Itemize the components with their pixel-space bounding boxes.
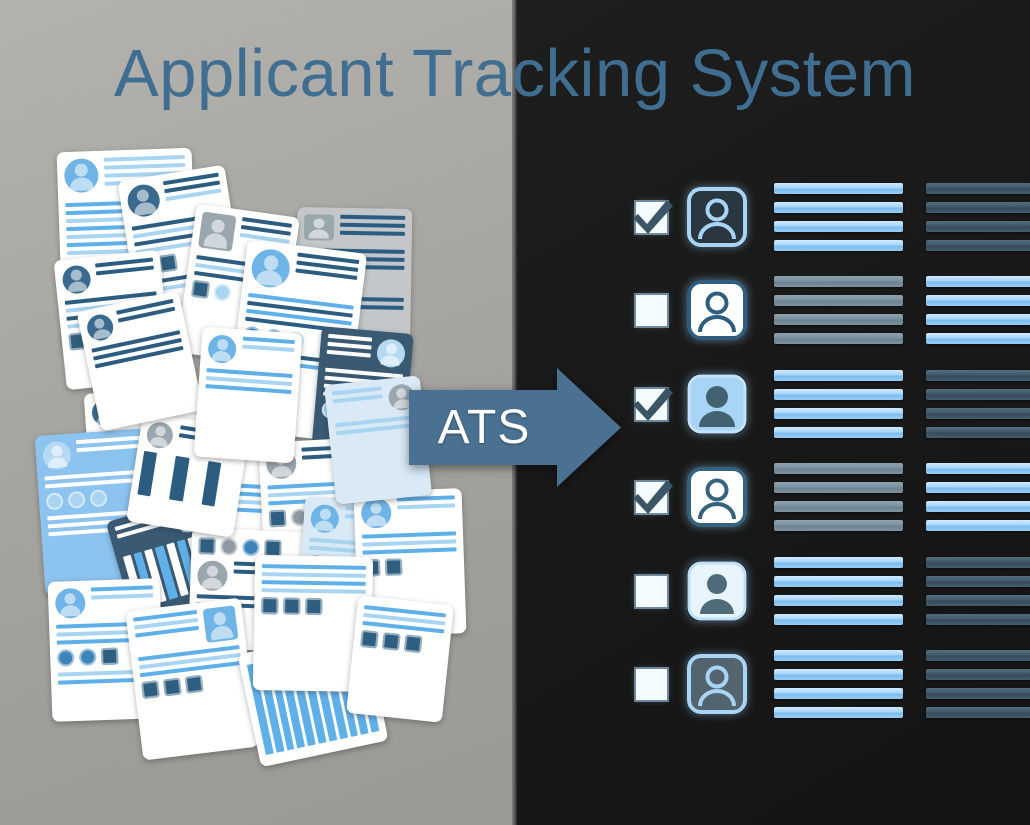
avatar [687,374,747,434]
bar [926,520,1030,531]
bar [774,557,903,568]
table-row[interactable] [516,552,1030,630]
row-bars-secondary [926,276,1030,344]
bar [926,333,1030,344]
table-row[interactable] [516,645,1030,723]
resume-card [193,326,303,464]
row-checkbox[interactable] [633,479,673,514]
row-checkbox[interactable] [636,294,667,326]
bar [926,276,1030,287]
bar [774,202,903,213]
row-bars-primary [774,370,903,438]
page-title: Applicant Tracking System [114,36,916,111]
bar [774,688,903,699]
bar [774,482,903,493]
row-bars-primary [774,650,903,718]
bar [774,240,903,251]
bar [774,183,903,194]
row-bars-primary [774,463,903,531]
row-checkbox[interactable] [636,575,667,607]
bar [774,614,903,625]
bar [774,408,903,419]
avatar [687,561,747,621]
bar [774,595,903,606]
avatar [687,187,747,247]
bar [774,520,903,531]
bar [926,688,1030,699]
bar [926,314,1030,325]
row-bars-primary [774,276,903,344]
avatar [687,467,747,527]
bar [926,669,1030,680]
bar [774,221,903,232]
row-bars-primary [774,557,903,625]
bar [774,314,903,325]
bar [774,463,903,474]
bar [926,183,1030,194]
bar [774,333,903,344]
bar [774,295,903,306]
bar [774,707,903,718]
row-bars-primary [774,183,903,251]
row-bars-secondary [926,650,1030,718]
bar [926,707,1030,718]
checkmark-icon [629,190,675,236]
table-row[interactable] [516,271,1030,349]
row-checkbox[interactable] [633,386,673,421]
row-checkbox[interactable] [636,668,667,700]
bar [926,221,1030,232]
row-bars-secondary [926,370,1030,438]
bar [774,501,903,512]
bar [926,501,1030,512]
bar [926,614,1030,625]
ats-arrow-label: ATS [437,401,531,454]
resume-card [346,595,454,723]
checkmark-icon [629,470,675,516]
avatar [687,280,747,340]
table-row[interactable] [516,365,1030,443]
checkmark-icon [629,377,675,423]
avatar [687,654,747,714]
bar [926,202,1030,213]
bar [926,370,1030,381]
bar [926,595,1030,606]
table-row[interactable] [516,458,1030,536]
bar [926,240,1030,251]
bar [926,650,1030,661]
bar [926,557,1030,568]
bar [774,576,903,587]
bar [926,427,1030,438]
bar [774,427,903,438]
bar [774,389,903,400]
bar [926,463,1030,474]
bar [774,669,903,680]
row-bars-secondary [926,183,1030,251]
bar [926,389,1030,400]
bar [926,408,1030,419]
bar [926,576,1030,587]
bar [926,295,1030,306]
bar [926,482,1030,493]
bar [774,276,903,287]
row-bars-secondary [926,463,1030,531]
table-row[interactable] [516,178,1030,256]
row-bars-secondary [926,557,1030,625]
bar [774,650,903,661]
ats-arrow-icon [409,368,621,487]
row-checkbox[interactable] [633,199,673,234]
resume-card [125,597,259,761]
bar [774,370,903,381]
